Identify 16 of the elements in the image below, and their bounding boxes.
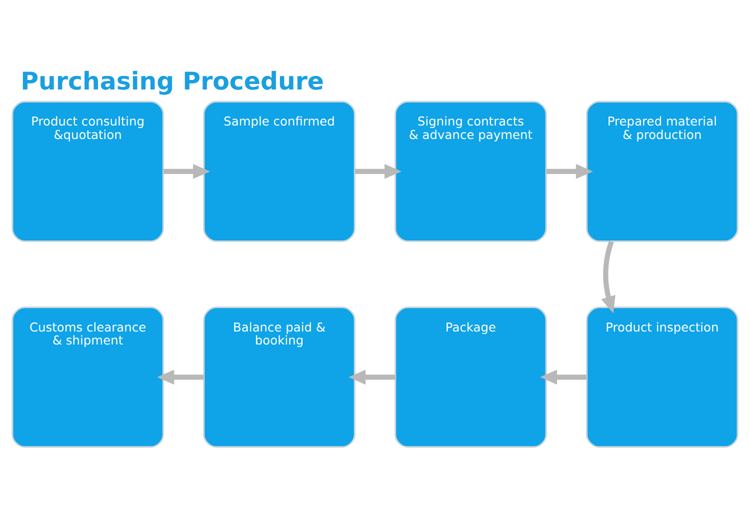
node-box: Package: [394, 306, 547, 448]
node-box: Customs clearance & shipment: [12, 306, 164, 448]
arrow: [354, 164, 402, 179]
arrow: [163, 164, 210, 179]
arrow: [157, 370, 204, 385]
node-box: Prepared material & production: [586, 100, 738, 242]
node-box: Sample confirmed: [203, 100, 356, 242]
arrow: [540, 370, 587, 385]
node-box: Product inspection: [586, 306, 738, 448]
arrow: [601, 240, 616, 314]
arrow: [348, 370, 396, 385]
arrow: [546, 164, 593, 179]
node-box: Signing contracts & advance payment: [394, 100, 547, 242]
diagram-title: Purchasing Procedure: [20, 66, 324, 96]
node-box: Balance paid & booking: [203, 306, 356, 448]
node-box: Product consulting &quotation: [12, 100, 164, 242]
